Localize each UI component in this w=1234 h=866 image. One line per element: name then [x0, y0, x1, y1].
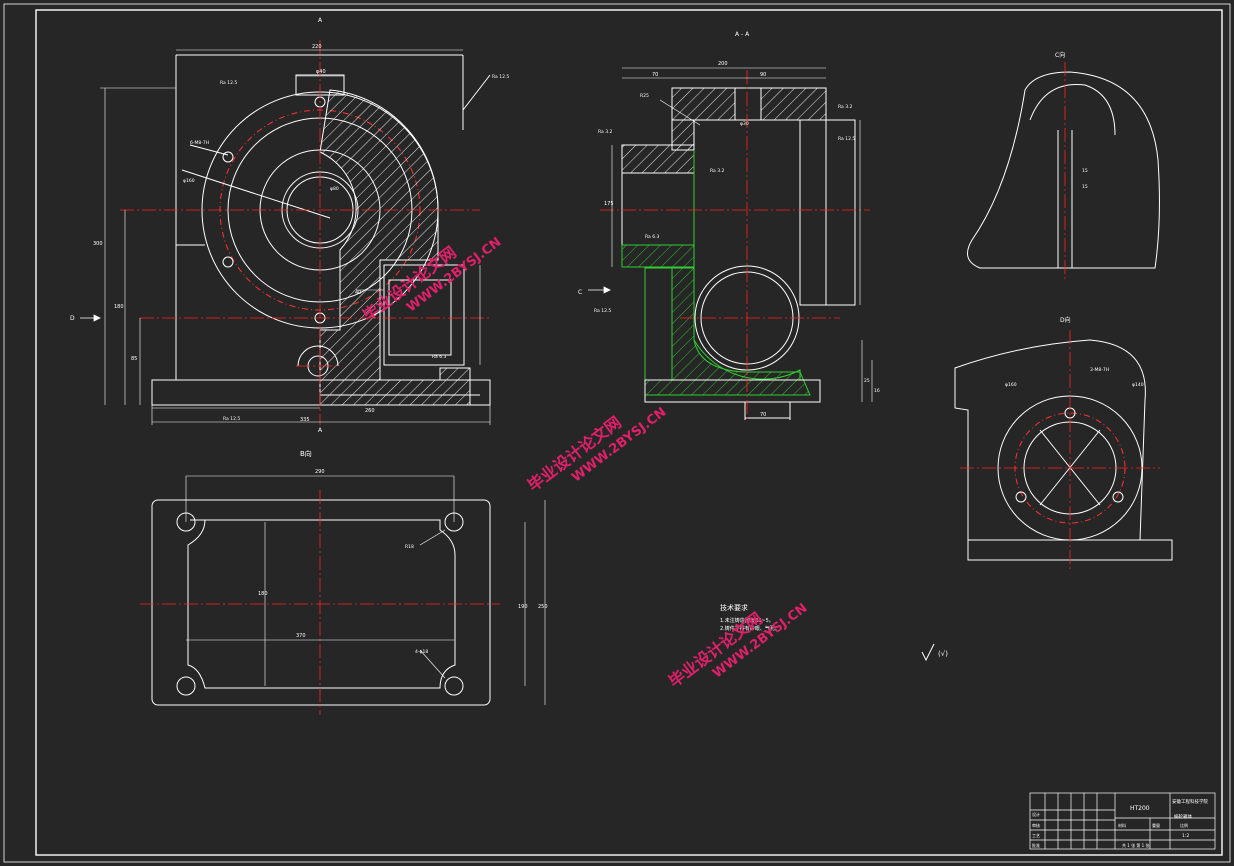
watermark-3: 毕业设计论文网 WWW.2BYSJ.CN: [665, 601, 810, 691]
dim-section-left-height: 175: [604, 201, 614, 207]
dim-front-left-height: 300: [93, 241, 103, 247]
roughness-8: Ra 12.5: [838, 136, 855, 142]
dim-front-dia: φ160: [183, 178, 195, 184]
tb-part-name: 蜗轮箱体: [1174, 813, 1192, 820]
dim-front-bottom-inner: 260: [365, 408, 375, 414]
title-block-text: HT200 安徽工程科技学院 蜗轮箱体 材料 重量 比例 1:2 共 1 张 第…: [1032, 798, 1208, 848]
dim-base-right-h1: 190: [518, 604, 528, 610]
d-view-note3: φ140: [1132, 382, 1144, 388]
d-view-note1: φ160: [1005, 382, 1017, 388]
dim-front-bore: φ80: [330, 186, 339, 192]
dim-front-top-width: 220: [312, 44, 322, 50]
front-dim-text: A A 220 φ40 300 180 85 40 260 335 6-M8-7…: [70, 17, 509, 434]
front-view: [151, 54, 491, 406]
dim-front-slot-width: 40: [355, 290, 361, 296]
tech-notes-line2: 2.铸件不得有砂眼、气孔。: [720, 625, 780, 632]
dim-base-mid-width: 370: [296, 633, 306, 639]
tb-label-weight: 重量: [1152, 822, 1160, 828]
tb-approve: 批准: [1032, 842, 1040, 848]
dim-base-right-h2: 250: [538, 604, 548, 610]
arrow-c: [588, 286, 611, 294]
c-view: [967, 71, 1160, 269]
front-label-a: A: [318, 17, 323, 24]
tb-designer: 设计: [1032, 811, 1040, 817]
d-view-text: D向 φ160 3-M8-7H φ140: [1005, 316, 1144, 388]
dim-section-right-bottom2: 16: [874, 388, 880, 394]
note-front-holes: 6-M8-7H: [190, 140, 209, 146]
b-view-label: B向: [300, 449, 312, 458]
dim-section-radius: R25: [640, 93, 649, 99]
title-block: [1029, 792, 1216, 850]
roughness-4: Ra 12.5: [223, 416, 240, 422]
roughness-7: Ra 3.2: [838, 104, 853, 110]
section-centerlines: [600, 70, 870, 420]
front-label-a-bottom: A: [318, 427, 323, 434]
d-view: [954, 339, 1173, 561]
b-view-dim-lines: [185, 475, 546, 705]
dim-front-low-height: 85: [131, 356, 137, 362]
dim-base-hole-d: 4-φ18: [415, 649, 428, 655]
tb-material: HT200: [1130, 805, 1150, 812]
front-dim-lines: [100, 49, 491, 425]
dim-base-top: 290: [315, 469, 325, 475]
tb-scale: 1:2: [1182, 833, 1189, 839]
roughness-5: Ra 3.2: [598, 129, 613, 135]
front-centerlines: [120, 40, 490, 425]
tech-notes-line1: 1.未注铸造圆角R3~5。: [720, 617, 774, 624]
section-dim-text: A - A 200 70 90 R25 φ30 175 70 25 16 C R…: [578, 31, 880, 418]
roughness-2: Ra 12.5: [492, 74, 509, 80]
b-view-text: B向 290 180 370 190 250 R18 4-φ18: [258, 449, 548, 655]
arrow-d: [80, 314, 101, 322]
tb-process: 工艺: [1032, 833, 1040, 838]
dim-front-bottom-total: 335: [300, 417, 310, 423]
general-roughness-symbol: (√): [938, 650, 948, 658]
c-view-text: C向 15 15: [1055, 51, 1088, 190]
roughness-10: Ra 6.3: [645, 234, 660, 240]
d-view-centerlines: [960, 330, 1160, 570]
d-view-label: D向: [1060, 316, 1071, 324]
dim-base-left-height: 180: [258, 591, 268, 597]
section-label: A - A: [735, 31, 750, 38]
arrow-c-label: C: [578, 289, 582, 296]
dim-section-top-total: 200: [718, 61, 728, 67]
tech-notes-title: 技术要求: [720, 603, 748, 612]
dim-section-top-left: 70: [652, 72, 658, 78]
tb-label-scale: 比例: [1180, 822, 1188, 828]
general-roughness: (√): [921, 643, 948, 662]
arrow-d-label: D: [70, 315, 75, 322]
c-view-dim1: 15: [1082, 168, 1088, 174]
tb-checker: 审核: [1032, 822, 1040, 828]
d-view-note2: 3-M8-7H: [1090, 367, 1109, 373]
roughness-6: Ra 3.2: [710, 168, 725, 174]
roughness-9: Ra 12.5: [594, 308, 611, 314]
roughness-1: Ra 12.5: [220, 80, 237, 86]
tech-notes: 技术要求 1.未注铸造圆角R3~5。 2.铸件不得有砂眼、气孔。: [720, 603, 780, 632]
b-view: [151, 499, 491, 706]
roughness-3: Ra 6.3: [432, 354, 447, 360]
watermark-2: 毕业设计论文网 WWW.2BYSJ.CN: [524, 405, 669, 495]
dim-section-top-right: 90: [760, 72, 766, 78]
dim-front-mid-height: 180: [114, 304, 124, 310]
drawing-frame: [3, 3, 1231, 863]
dim-front-bore-top: φ40: [316, 69, 326, 75]
dim-section-bottom: 70: [760, 412, 766, 418]
section-dim-lines: [611, 67, 873, 402]
c-view-dim2: 15: [1082, 184, 1088, 190]
tb-label-material: 材料: [1118, 822, 1126, 828]
dim-section-center-hole: φ30: [740, 121, 749, 127]
dim-base-hole-r: R18: [405, 544, 414, 550]
b-view-centerlines: [140, 490, 500, 715]
section-view: [621, 87, 856, 420]
tb-sheet: 共 1 张 第 1 张: [1122, 842, 1149, 848]
dim-section-right-bottom: 25: [864, 378, 870, 384]
tb-school: 安徽工程科技学院: [1172, 798, 1208, 805]
c-view-label: C向: [1055, 51, 1065, 59]
